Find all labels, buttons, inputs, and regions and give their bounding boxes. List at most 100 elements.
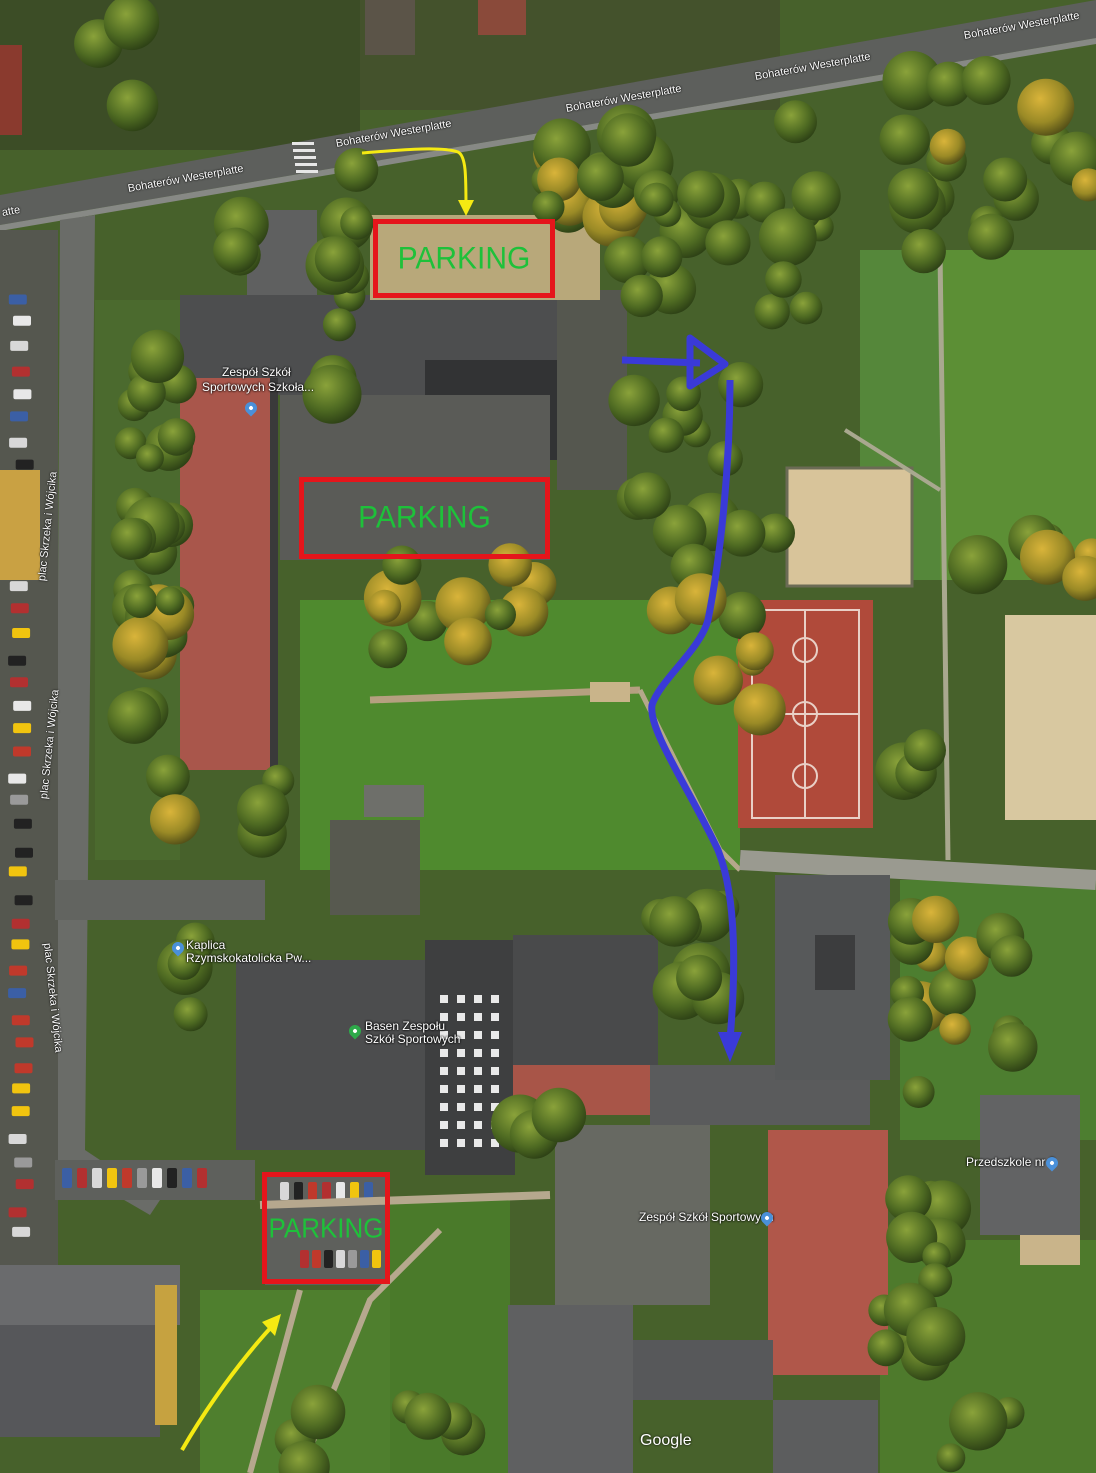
building-tower-roof (815, 935, 855, 990)
roof-vent (491, 1013, 499, 1021)
car (13, 723, 32, 734)
apartment-block (0, 1325, 160, 1437)
roof-vent (457, 995, 465, 1003)
building-west-yellow (0, 470, 40, 580)
car (107, 1168, 117, 1188)
tree (173, 997, 208, 1032)
car (322, 1182, 331, 1200)
car (10, 677, 28, 688)
tree (912, 895, 960, 944)
car (12, 1226, 31, 1237)
car (13, 315, 31, 326)
car (13, 746, 31, 757)
tree (624, 472, 671, 520)
roof-vent (474, 1049, 482, 1057)
tree (1020, 529, 1075, 585)
roof-vent (491, 1031, 499, 1039)
car (372, 1250, 381, 1268)
tree (903, 729, 947, 772)
sand-field (1005, 615, 1096, 820)
tree (906, 1307, 966, 1366)
tree (1017, 78, 1075, 136)
car (364, 1182, 373, 1200)
shed (364, 785, 424, 817)
car (15, 459, 34, 470)
tree (531, 1087, 587, 1143)
tree (676, 954, 723, 1001)
tree (677, 170, 725, 218)
roof-vent (457, 1139, 465, 1147)
roof-vent (440, 1067, 448, 1075)
tree (967, 213, 1015, 260)
roof-vent (474, 1013, 482, 1021)
car (167, 1168, 177, 1188)
tree (146, 754, 190, 799)
tree (879, 114, 930, 165)
apartment-wall (155, 1285, 177, 1425)
car (336, 1182, 345, 1200)
tree (150, 794, 201, 845)
tree (990, 935, 1033, 977)
path-east (937, 249, 951, 861)
tree (302, 364, 362, 424)
car (350, 1182, 359, 1200)
car (14, 1157, 33, 1168)
place-label-zespol-north[interactable]: Zespół Szkół (222, 366, 291, 379)
tree (887, 996, 933, 1042)
roof-vent (440, 1031, 448, 1039)
tree (707, 441, 743, 477)
place-label-line: Zespół Szkół (222, 365, 291, 379)
tree (887, 168, 939, 219)
car (348, 1250, 357, 1268)
tree (948, 535, 1008, 595)
car (11, 366, 30, 377)
cars-row (62, 1168, 207, 1188)
car (77, 1168, 87, 1188)
tree (765, 261, 802, 298)
car (294, 1182, 303, 1200)
tree (110, 517, 153, 560)
roof-vent (440, 1121, 448, 1129)
tree (123, 584, 158, 618)
place-label-przedszkole[interactable]: Przedszkole nr 2 (966, 1155, 1056, 1169)
parking-small (330, 820, 420, 915)
building-gym (513, 935, 658, 1070)
building-pool (236, 960, 426, 1150)
road-bohaterow (0, 0, 1096, 225)
tree (718, 362, 764, 408)
road-plac (55, 215, 160, 1215)
tree (705, 220, 751, 266)
tree (484, 599, 516, 631)
roof-vent (474, 1067, 482, 1075)
roof-vent (491, 1103, 499, 1111)
tree (290, 1384, 346, 1440)
tree (537, 157, 581, 202)
tree (639, 182, 674, 217)
tree (926, 61, 972, 107)
tree (340, 206, 374, 240)
tree (902, 1076, 935, 1108)
car (15, 1037, 34, 1048)
car (12, 628, 31, 638)
car (8, 294, 27, 305)
place-label-kaplica[interactable]: Kaplica Rzymskokatolicka Pw... (186, 939, 311, 965)
parking-box-top: PARKING (373, 219, 555, 298)
car (308, 1182, 317, 1200)
roof-vent (457, 1013, 465, 1021)
place-label-zespol-south[interactable]: Zespół Szkół Sportowych (639, 1210, 774, 1224)
tree (928, 968, 976, 1016)
tree (601, 113, 655, 167)
sandpit (590, 682, 630, 702)
place-label-line: Kaplica (186, 938, 226, 952)
building-red-roof-edge (270, 378, 278, 770)
car (324, 1250, 333, 1268)
parking-label: PARKING (358, 500, 491, 535)
house (0, 45, 22, 135)
tree (674, 573, 727, 625)
tree (107, 690, 161, 744)
tree (901, 228, 946, 274)
place-label-basen[interactable]: Basen Zespołu Szkół Sportowych (365, 1020, 460, 1046)
tree (103, 0, 160, 51)
